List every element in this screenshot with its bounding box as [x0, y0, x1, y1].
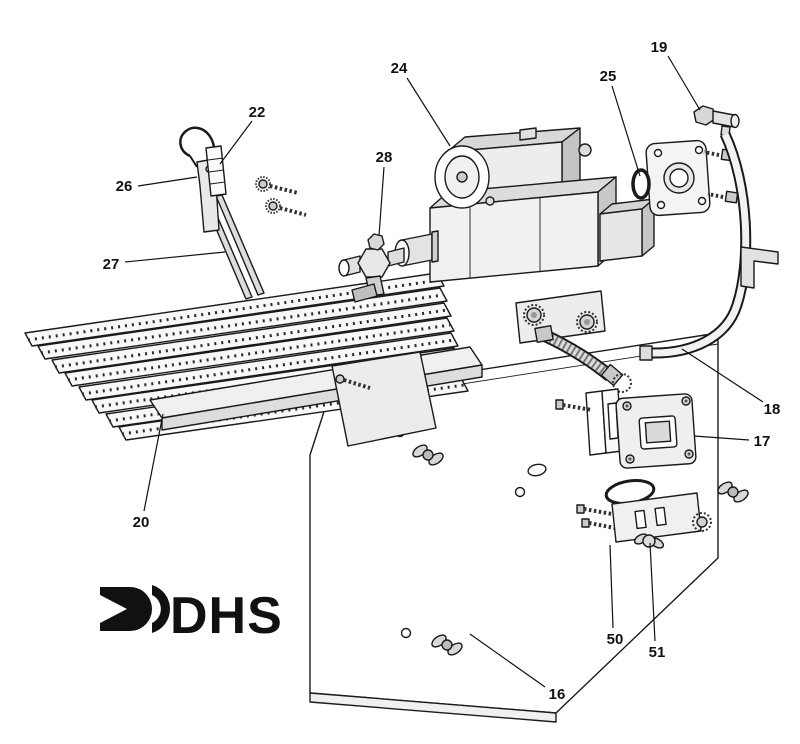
part-number: 26: [116, 178, 133, 195]
part-label-24: 24: [391, 60, 451, 147]
electrode-wire: [179, 126, 216, 158]
part-number: 20: [133, 514, 150, 531]
part-number: 22: [249, 104, 266, 121]
part-label-17: 17: [693, 433, 771, 450]
ignition-electrode: [179, 126, 265, 300]
leader-line: [611, 85, 641, 177]
part-number: 25: [600, 68, 617, 85]
wing-nut: [717, 481, 749, 503]
leader-line: [667, 55, 701, 111]
leader-line: [219, 120, 253, 165]
part-label-18: 18: [681, 348, 781, 418]
part-label-26: 26: [116, 176, 198, 195]
mounting-bracket: [331, 351, 437, 447]
part-number: 28: [376, 149, 393, 166]
gas-pipe: [639, 131, 752, 361]
part-label-28: 28: [376, 149, 393, 237]
leader-line: [406, 77, 451, 147]
part-number: 27: [103, 256, 120, 273]
leader-line: [609, 544, 614, 629]
leader-line: [469, 633, 546, 688]
leader-line: [693, 435, 750, 441]
leader-line: [137, 176, 198, 187]
pilot-bracket: [576, 492, 712, 549]
gas-valve: [394, 127, 655, 283]
part-label-51: 51: [649, 542, 666, 661]
angle-bracket: [740, 246, 779, 289]
hose-bracket: [515, 290, 606, 344]
logo-text: DHS: [170, 587, 283, 645]
part-number: 16: [549, 686, 566, 703]
gas-cock: [338, 233, 405, 303]
part-number: 19: [651, 39, 668, 56]
part-number: 51: [649, 644, 666, 661]
part-label-25: 25: [600, 68, 641, 177]
burner-flange: [645, 139, 711, 217]
pipe-fitting: [693, 105, 740, 137]
part-label-20: 20: [133, 413, 164, 531]
o-ring: [631, 168, 651, 200]
wing-nut: [412, 444, 444, 466]
part-number: 18: [764, 401, 781, 418]
leader-line: [681, 348, 764, 403]
mounting-screws: [255, 176, 307, 217]
labels-layer: 19 25 24 22 28 26 27 18 17 20 50 51 16: [103, 39, 781, 703]
braided-hose: [534, 325, 632, 393]
logo-crescent-mark: [152, 585, 170, 633]
part-label-22: 22: [219, 104, 266, 165]
dhs-logo: DHS: [100, 585, 283, 645]
part-number: 24: [391, 60, 408, 77]
wing-nut: [431, 634, 463, 656]
part-label-16: 16: [469, 633, 566, 703]
leader-line: [378, 166, 385, 237]
sight-glass-assembly: [555, 388, 697, 469]
part-label-27: 27: [103, 251, 226, 273]
part-label-19: 19: [651, 39, 701, 111]
leader-line: [124, 251, 226, 263]
leader-line: [143, 413, 164, 512]
leader-line: [649, 542, 656, 642]
part-number: 17: [754, 433, 771, 450]
part-label-50: 50: [607, 544, 624, 648]
part-number: 50: [607, 631, 624, 648]
